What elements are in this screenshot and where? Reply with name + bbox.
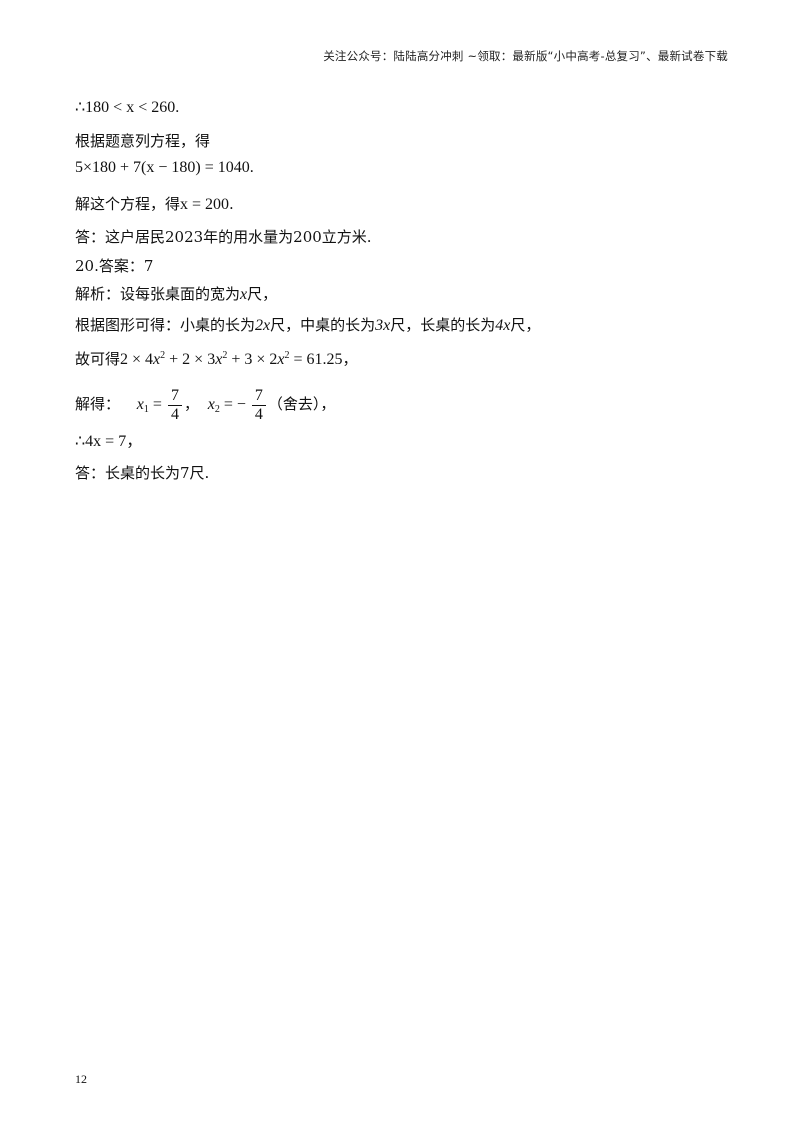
inequality-line: ∴180 < x < 260. xyxy=(75,98,179,118)
answer-line-19: 答：这户居民2023年的用水量为200立方米. xyxy=(75,228,372,246)
solution-math: x = 200 xyxy=(180,196,230,213)
equation-text: 5×180 + 7(x − 180) = 1040 xyxy=(75,159,250,176)
long-table-length: 4x xyxy=(495,317,511,334)
area-equation-comma: ， xyxy=(342,350,358,368)
width-result-comma: ， xyxy=(126,433,143,450)
roots-rejected-note: （舍去）， xyxy=(267,395,336,413)
area-equation: 2 × 4x2 + 2 × 3x2 + 3 × 2x2 = 61.25 xyxy=(120,350,343,368)
figure-lengths-line: 根据图形可得：小桌的长为2x尺，中桌的长为3x尺，长桌的长为4x尺， xyxy=(75,315,540,336)
figure-text-3: 尺，长桌的长为 xyxy=(390,316,496,334)
solution-period: . xyxy=(229,195,234,213)
page-number: 12 xyxy=(75,1072,87,1086)
analysis-line: 解析：设每张桌面的宽为x尺， xyxy=(75,284,277,305)
page-header: 关注公众号：陆陆高分冲刺 ~领取：最新版“小中高考-总复习”、最新试卷下载 xyxy=(323,49,728,63)
analysis-text: 解析：设每张桌面的宽为 xyxy=(75,285,241,303)
figure-text-1: 根据图形可得：小桌的长为 xyxy=(75,316,256,334)
small-table-length: 2x xyxy=(255,317,271,334)
solution-line: 解这个方程，得x = 200. xyxy=(75,194,234,215)
mid-table-length: 3x xyxy=(375,317,391,334)
roots-intro: 解得： xyxy=(75,395,121,413)
answer-line-20: 答：长桌的长为7尺. xyxy=(75,464,210,482)
equation-intro-line: 根据题意列方程，得 xyxy=(75,132,211,150)
area-equation-line: 故可得2 × 4x2 + 2 × 3x2 + 3 × 2x2 = 61.25， xyxy=(75,346,358,370)
analysis-text-end: 尺， xyxy=(247,285,278,303)
width-result-line: ∴4x = 7， xyxy=(75,432,142,452)
figure-text-2: 尺，中桌的长为 xyxy=(270,316,376,334)
analysis-var: x xyxy=(240,286,248,303)
question-20-answer: 20.答案：7 xyxy=(75,257,154,275)
width-result: ∴4x = 7 xyxy=(75,433,127,450)
solution-text: 解这个方程，得 xyxy=(75,195,181,213)
equation-period: . xyxy=(249,159,254,176)
area-equation-intro: 故可得 xyxy=(75,350,121,368)
figure-text-4: 尺， xyxy=(510,316,541,334)
inequality-text: ∴180 < x < 260 xyxy=(75,99,176,116)
area-equation-result: = 61.25 xyxy=(289,351,343,368)
equation-line: 5×180 + 7(x − 180) = 1040. xyxy=(75,158,254,178)
inequality-period: . xyxy=(175,99,180,116)
